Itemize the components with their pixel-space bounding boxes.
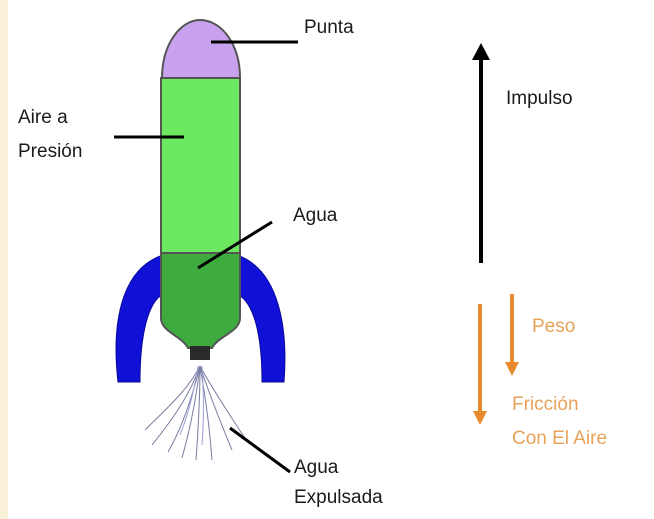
water-label: Agua [293,200,337,232]
pressurized-air-label-line1: Aire a [18,102,68,134]
expelled-water-label-line2: Expulsada [294,482,383,514]
pressurized-air-section [161,78,240,253]
spray-leader-line [230,428,290,472]
thrust-label: Impulso [506,83,573,115]
weight-arrow [505,294,519,376]
thrust-arrow [472,43,490,263]
nozzle [190,346,210,360]
weight-label: Peso [532,311,575,343]
friction-label-line1: Fricción [512,389,579,421]
expelled-water-label-line1: Agua [294,452,338,484]
friction-arrow [473,304,487,425]
nose-cone [162,20,240,78]
friction-label-line2: Con El Aire [512,423,607,455]
water-spray [145,366,246,460]
pressurized-air-label-line2: Presión [18,136,82,168]
tip-label: Punta [304,12,354,44]
